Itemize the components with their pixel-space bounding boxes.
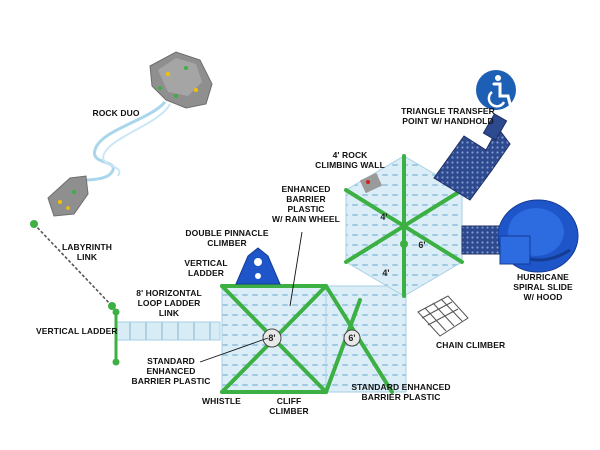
label-rock-climbing-wall: 4' ROCK CLIMBING WALL bbox=[310, 150, 390, 170]
hurricane-spiral-slide bbox=[462, 200, 578, 272]
label-enhanced-barrier-rain-wheel: ENHANCED BARRIER PLASTIC W/ RAIN WHEEL bbox=[266, 184, 346, 224]
label-cliff-climber: CLIFF CLIMBER bbox=[264, 396, 314, 416]
label-horizontal-loop-ladder: 8' HORIZONTAL LOOP LADDER LINK bbox=[124, 288, 214, 318]
mid-deck-6ft bbox=[326, 286, 406, 392]
labyrinth-link bbox=[30, 220, 116, 310]
rock-duo bbox=[48, 52, 212, 216]
dim-hex-right: 6' bbox=[418, 240, 425, 250]
dim-left-deck: 8' bbox=[268, 333, 275, 343]
label-standard-enhanced-left: STANDARD ENHANCED BARRIER PLASTIC bbox=[126, 356, 216, 386]
label-triangle-transfer: TRIANGLE TRANSFER POINT W/ HANDHOLD bbox=[388, 106, 508, 126]
label-vertical-ladder-left: VERTICAL LADDER bbox=[36, 326, 126, 336]
label-hurricane-slide: HURRICANE SPIRAL SLIDE W/ HOOD bbox=[500, 272, 586, 302]
label-chain-climber: CHAIN CLIMBER bbox=[436, 340, 516, 350]
label-double-pinnacle: DOUBLE PINNACLE CLIMBER bbox=[182, 228, 272, 248]
label-vertical-ladder-top: VERTICAL LADDER bbox=[176, 258, 236, 278]
label-standard-enhanced-bottom: STANDARD ENHANCED BARRIER PLASTIC bbox=[346, 382, 456, 402]
dim-mid-deck: 6' bbox=[348, 333, 355, 343]
label-whistle: WHISTLE bbox=[202, 396, 262, 406]
label-labyrinth-link: LABYRINTH LINK bbox=[52, 242, 122, 262]
chain-climber bbox=[418, 296, 468, 336]
accessibility-icon bbox=[476, 70, 516, 110]
dim-hex-top: 4' bbox=[380, 212, 387, 222]
label-rock-duo: ROCK DUO bbox=[76, 108, 156, 118]
double-pinnacle-climber bbox=[236, 248, 280, 284]
dim-hex-bottom: 4' bbox=[382, 268, 389, 278]
